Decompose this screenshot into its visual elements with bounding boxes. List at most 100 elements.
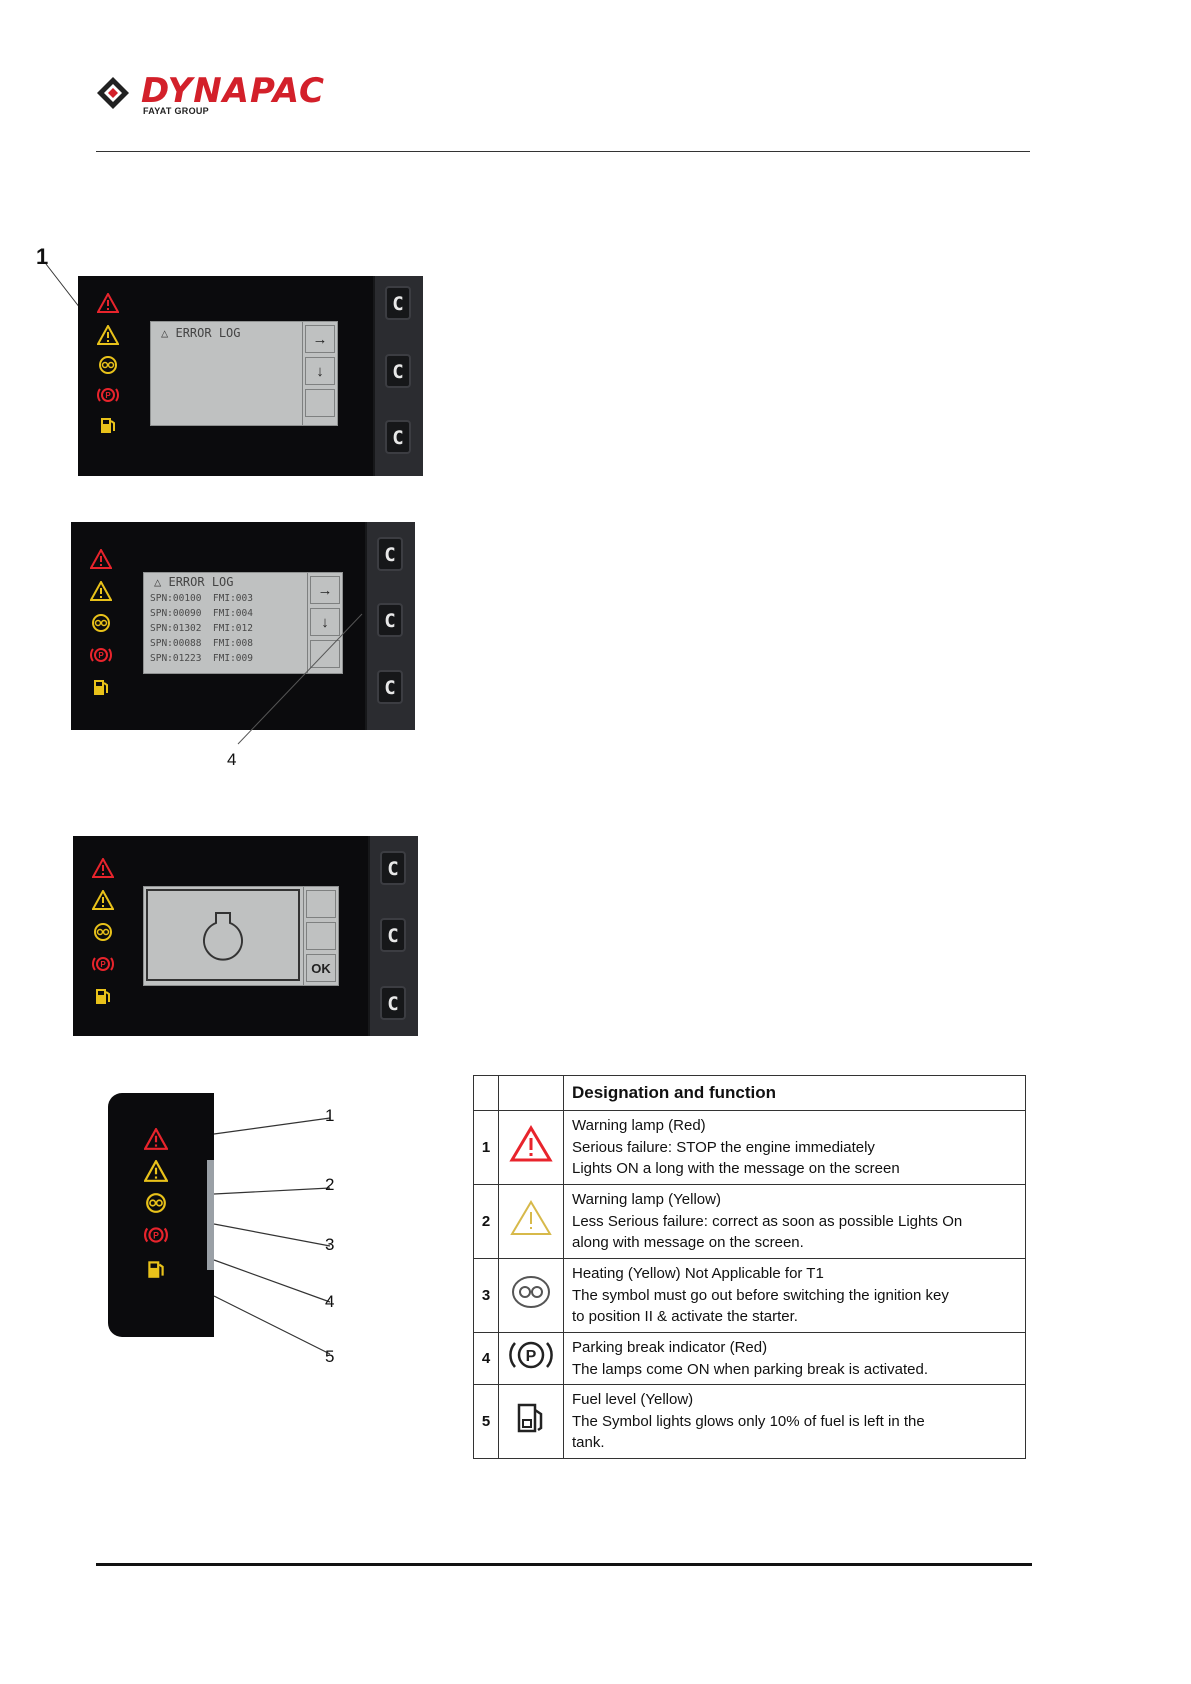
row-title: Parking break indicator (Red) [572,1339,768,1356]
figure4-callout-2: 2 [325,1175,335,1194]
lcd-screen: OK [143,886,339,986]
warning-yellow-icon [91,888,115,912]
lcd-softkey-column: → ↓ [307,573,342,673]
lcd-title-text: ERROR LOG [175,326,241,340]
softkey-button-2[interactable]: C [385,354,411,388]
dynapac-logo-mark [96,76,130,110]
svg-text:P: P [100,960,106,969]
figure4-leader-lines [213,1117,331,1355]
row-line: Lights ON a long with the message on the… [572,1160,900,1178]
arrow-down-icon: ↓ [305,357,335,385]
heating-icon [498,1258,564,1333]
table-row: 2 Warning lamp (Yellow) Less Serious fai… [473,1184,1026,1259]
lcd-screen: △ ERROR LOG → ↓ [150,321,338,426]
error-log-row: SPN:00088 FMI:008 [150,638,253,649]
row-number: 1 [473,1110,499,1185]
softkey-column: C C C [368,836,418,1036]
warning-red-icon [89,547,113,571]
warning-yellow-icon [144,1159,168,1183]
softkey-column: C C C [373,276,423,476]
heating-icon [144,1191,168,1215]
softkey-button-3[interactable]: C [385,420,411,454]
softkey-button-1[interactable]: C [380,851,406,885]
lcd-title-text: ERROR LOG [168,575,234,589]
softkey-button-3[interactable]: C [380,986,406,1020]
softkey-button-1[interactable]: C [377,537,403,571]
svg-text:P: P [153,1230,159,1240]
heating-icon [96,353,120,377]
row-title: Warning lamp (Yellow) [572,1191,721,1209]
row-line: The lamps come ON when parking break is … [572,1360,928,1378]
table-row: 5 Fuel level (Yellow) The Symbol lights … [473,1384,1026,1459]
row-number: 3 [473,1258,499,1333]
softkey-button-2[interactable]: C [377,603,403,637]
parking-brake-icon: P [89,643,113,667]
warning-yellow-icon [96,323,120,347]
heating-icon [91,920,115,944]
table-header-num [473,1075,499,1111]
warning-red-icon [91,856,115,880]
table-header-designation: Designation and function [563,1075,1026,1111]
figure4-callout-5: 5 [325,1347,335,1366]
ok-label: OK [306,954,336,982]
figure4-callout-3: 3 [325,1235,335,1254]
row-line: to position II & activate the starter. [572,1308,798,1326]
lcd-main-frame [146,889,300,981]
display-panel-error-log-codes: P △ ERROR LOG SPN:00100 FMI:003 SPN:0009… [71,522,415,730]
footer-rule [96,1563,1032,1566]
table-header-row: Designation and function [473,1075,1026,1111]
figure4-callout-1: 1 [325,1106,335,1125]
row-line: Serious failure: STOP the engine immedia… [572,1138,875,1156]
svg-text:P: P [526,1348,537,1365]
figure1-callout: 1 [36,244,49,269]
row-description: Warning lamp (Yellow) Less Serious failu… [563,1184,1026,1259]
svg-text:P: P [98,651,104,660]
figure2-callout: 4 [227,750,237,769]
warning-yellow-icon [89,579,113,603]
row-title: Fuel level (Yellow) [572,1391,694,1409]
arrow-right-icon: → [305,325,335,353]
fuel-icon [96,413,120,437]
lcd-softkey-column: OK [303,887,338,985]
figure4-callout-4: 4 [325,1292,335,1311]
table-row: 4 P Parking break indicator (Red) The la… [473,1332,1026,1385]
lcd-softkey-column: → ↓ [302,322,337,425]
lcd-title: △ ERROR LOG [154,575,234,589]
figure1-leader-line [45,263,81,309]
softkey-button-1[interactable]: C [385,286,411,320]
designation-table: Designation and function 1 Warning lamp … [473,1075,1026,1459]
error-log-row: SPN:01223 FMI:009 [150,653,253,664]
parking-brake-icon: P [96,383,120,407]
table-row: 3 Heating (Yellow) Not Applicable for T1… [473,1258,1026,1333]
header-rule [96,151,1030,152]
heating-icon [89,611,113,635]
fuel-icon [498,1384,564,1459]
lamp-strip-image: P [108,1093,214,1337]
row-line: along with message on the screen. [572,1234,804,1252]
fuel-icon [89,675,113,699]
row-title: Heating (Yellow) Not Applicable for T1 [572,1265,824,1283]
row-number: 5 [473,1384,499,1459]
arrow-down-icon: ↓ [310,608,340,636]
error-log-row: SPN:00090 FMI:004 [150,608,253,619]
row-line: tank. [572,1434,605,1452]
lamp-strip-bezel [207,1160,214,1270]
softkey-button-3[interactable]: C [377,670,403,704]
warning-red-icon [144,1127,168,1151]
parking-brake-icon: P [91,952,115,976]
softkey-column: C C C [365,522,415,730]
figure2-leader-line [237,613,363,745]
brand-name: DYNAPAC [141,71,325,111]
softkey-blank [306,890,336,918]
softkey-button-2[interactable]: C [380,918,406,952]
lcd-title: △ ERROR LOG [161,326,241,340]
table-row: 1 Warning lamp (Red) Serious failure: ST… [473,1110,1026,1185]
row-number: 4 [473,1332,499,1385]
softkey-blank [310,640,340,668]
key-start-icon [203,912,243,961]
display-panel-error-log-empty: P △ ERROR LOG → ↓ C C C [78,276,423,476]
row-description: Heating (Yellow) Not Applicable for T1 T… [563,1258,1026,1333]
svg-text:P: P [105,391,111,400]
brand-subtitle: FAYAT GROUP [143,106,209,116]
warning-outline-icon: △ [161,326,169,340]
